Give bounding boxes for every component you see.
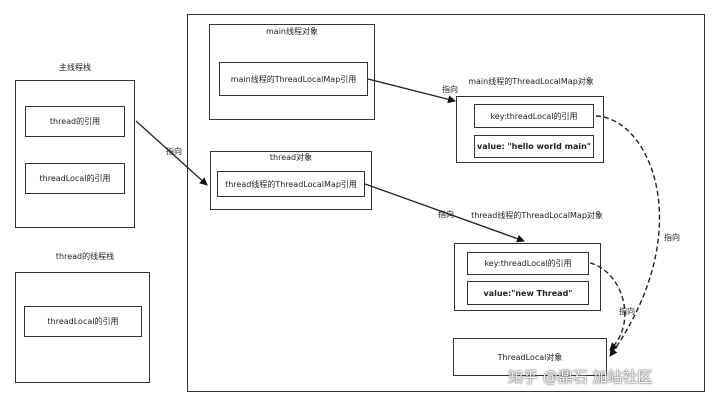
thread-object-title: thread对象 (269, 153, 313, 162)
main-thread-object-title: main线程对象 (266, 27, 318, 36)
thread-ref-box: thread的引用 (25, 106, 125, 137)
thread-threadlocal-ref-box: threadLocal的引用 (24, 306, 142, 337)
thread-map-title: thread线程的ThreadLocalMap对象 (471, 211, 603, 220)
main-threadlocal-ref-box: threadLocal的引用 (25, 163, 125, 194)
arrow-label-thread-to-map: 指向 (438, 210, 454, 219)
main-map-title: main线程的ThreadLocalMap对象 (468, 77, 594, 86)
thread-map-value-box: value:"new Thread" (467, 281, 589, 305)
thread-map-ref-box: thread线程的ThreadLocalMap引用 (217, 171, 365, 197)
arrow-label-thread-key-to-threadlocal: 指向 (619, 307, 635, 316)
main-map-ref-box: main线程的ThreadLocalMap引用 (219, 62, 368, 96)
main-map-key-box: key:threadLocal的引用 (474, 104, 594, 128)
arrow-label-main-key-to-threadlocal: 指向 (664, 233, 680, 242)
thread-map-key-box: key:threadLocal的引用 (467, 252, 589, 275)
arrow-label-main-to-map: 指向 (442, 85, 458, 94)
main-stack-title: 主线程栈 (59, 63, 91, 72)
arrow-label-thread-to-object: 指向 (166, 147, 182, 156)
main-thread-stack (15, 80, 135, 228)
watermark: 知乎 @鼎石 加站社区 (508, 368, 653, 386)
thread-stack-title: thread的线程栈 (55, 252, 115, 261)
main-map-value-box: value: "hello world main" (474, 135, 594, 158)
threadlocal-object: ThreadLocal对象 (453, 338, 607, 376)
